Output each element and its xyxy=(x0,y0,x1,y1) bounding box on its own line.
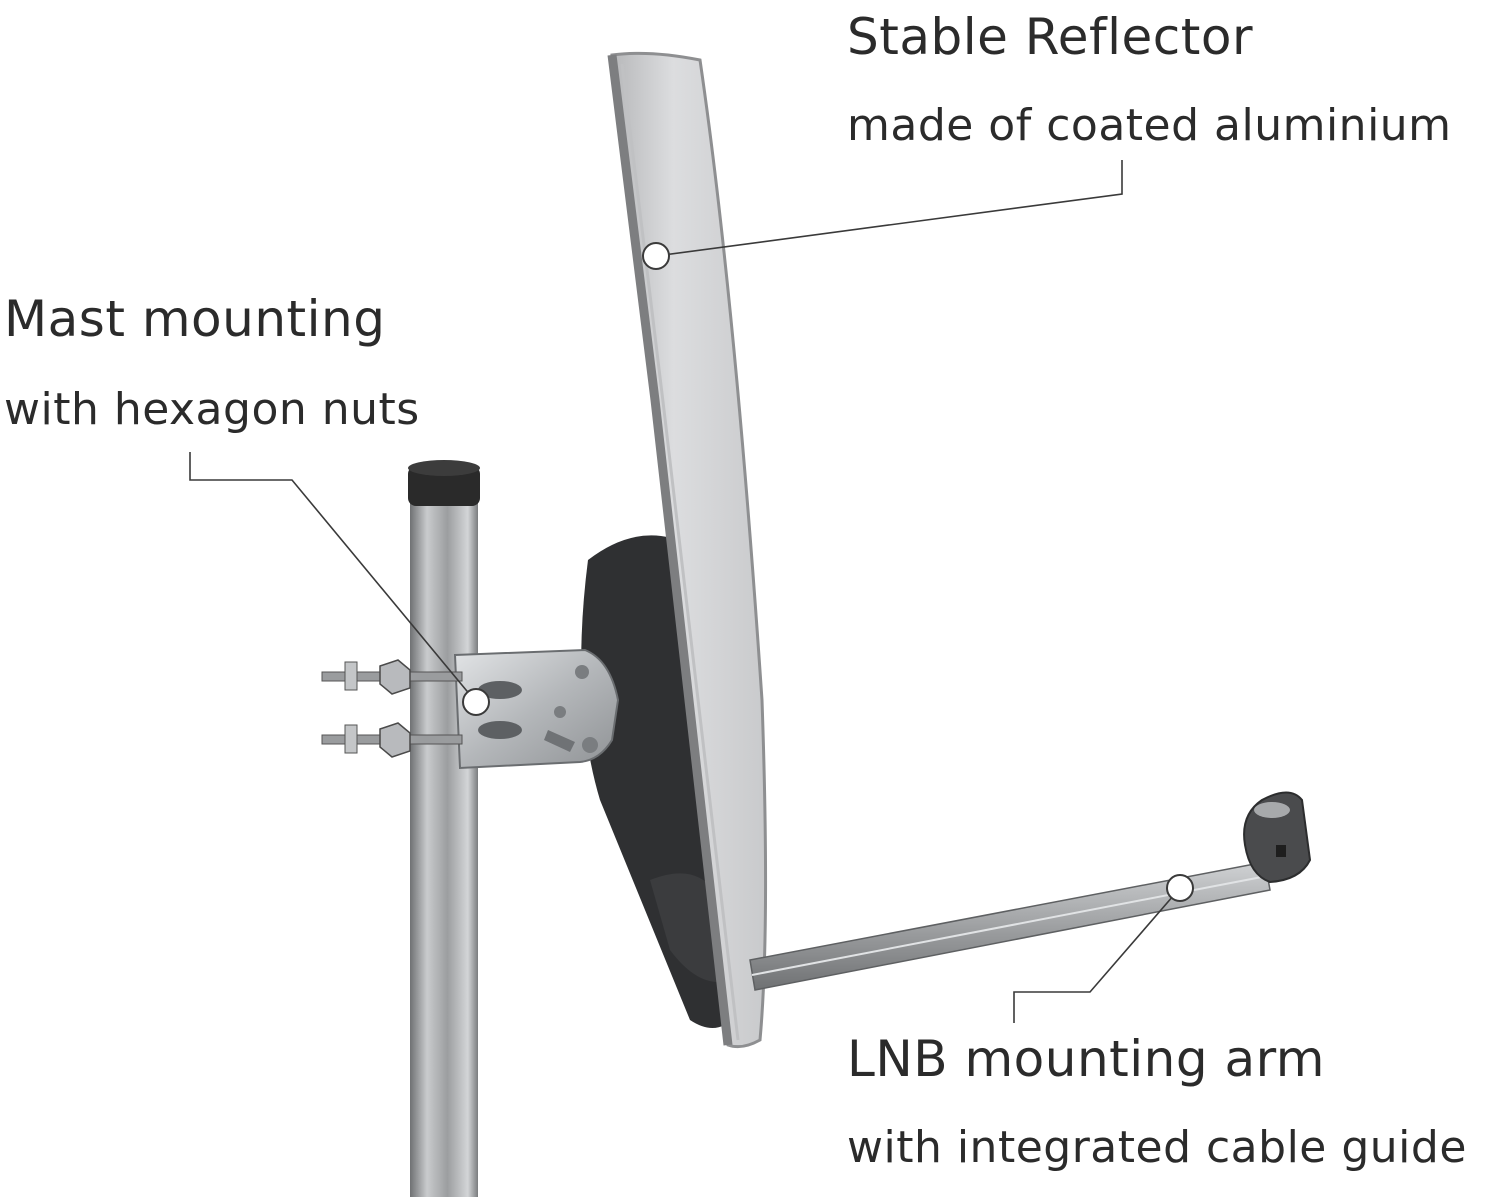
mast-leader-line xyxy=(189,452,477,703)
mast-cap xyxy=(408,466,480,506)
lnb-arm xyxy=(749,791,1312,991)
arm-callout-title: LNB mounting arm xyxy=(847,1030,1325,1088)
mast-callout-subtitle: with hexagon nuts xyxy=(4,384,420,435)
markers xyxy=(462,242,1194,902)
hexagon-nut xyxy=(379,722,411,758)
mast-pole xyxy=(408,460,480,1197)
reflector-leader-line xyxy=(655,160,1123,257)
mast-marker xyxy=(462,688,490,716)
reflector-marker xyxy=(642,242,670,270)
arm-leader-line xyxy=(1013,887,1181,1023)
mast-clamp xyxy=(321,648,620,770)
arm-marker xyxy=(1166,874,1194,902)
reflector-callout-subtitle: made of coated aluminium xyxy=(847,100,1452,151)
hexagon-nut xyxy=(379,659,411,695)
leader-lines xyxy=(189,160,1181,1023)
dish-reflector xyxy=(607,51,768,1049)
mast-callout-title: Mast mounting xyxy=(4,290,386,348)
arm-callout-subtitle: with integrated cable guide xyxy=(847,1122,1467,1173)
reflector-callout-title: Stable Reflector xyxy=(847,8,1254,66)
